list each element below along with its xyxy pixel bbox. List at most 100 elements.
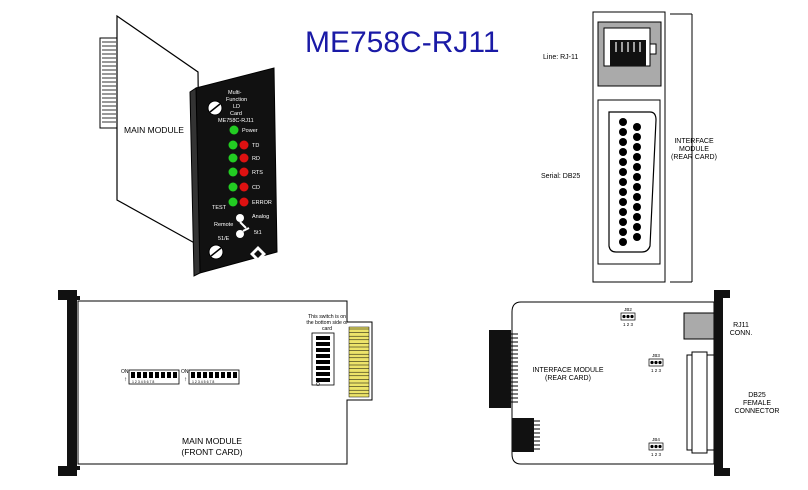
analog-label: Analog xyxy=(252,214,269,220)
db25-pin-icon xyxy=(619,118,627,126)
front-bracket xyxy=(67,290,77,476)
rts-led-icon xyxy=(239,167,249,177)
cd-led-icon xyxy=(239,182,249,192)
s1e-label: 51/E xyxy=(218,236,230,242)
dip-switch-2-icon: 1 2 3 4 5 6 7 8 xyxy=(188,369,240,385)
db25-pin-icon xyxy=(633,193,641,201)
screw-icon xyxy=(207,100,223,116)
svg-text:RD: RD xyxy=(252,156,260,162)
svg-text:the bottom side of: the bottom side of xyxy=(306,320,348,326)
db25-pin-icon xyxy=(619,148,627,156)
svg-text:ERROR: ERROR xyxy=(252,200,272,206)
jb3-label: JB3 xyxy=(652,353,660,358)
svg-text:Power: Power xyxy=(242,128,258,134)
rts-green-led-icon xyxy=(228,167,238,177)
jumper-jb3 xyxy=(648,358,664,367)
led-column-red xyxy=(239,140,249,207)
rear-bracket xyxy=(714,290,723,476)
jumper-jb2 xyxy=(620,312,636,321)
bottom-dip-switch-icon xyxy=(311,332,335,386)
svg-text:INTERFACE MODULE: INTERFACE MODULE xyxy=(532,367,604,374)
line-label: Line: RJ-11 xyxy=(543,54,578,61)
svg-text:Multi-: Multi- xyxy=(228,90,242,96)
jumper-jb4 xyxy=(648,442,664,451)
main-module-3d: MAIN MODULE Multi- Function LD Card ME75… xyxy=(99,14,278,277)
front-card-label: MAIN MODULE (FRONT CARD) xyxy=(181,436,242,457)
svg-text:Card: Card xyxy=(230,111,242,117)
front-card: 1 2 3 4 5 6 7 8 1 2 3 4 5 6 7 8 ON ↑ ON … xyxy=(58,290,373,476)
rear-card-board xyxy=(511,301,715,465)
screw-icon xyxy=(208,244,224,260)
error-led-icon xyxy=(239,197,249,207)
svg-text:CONN.: CONN. xyxy=(730,330,753,337)
svg-text:MODULE: MODULE xyxy=(679,146,709,153)
db25-pin-icon xyxy=(619,238,627,246)
diagram-title: ME758C-RJ11 xyxy=(305,26,500,59)
db25-pin-icon xyxy=(619,178,627,186)
rd-led-icon xyxy=(239,153,249,163)
remote-label: Remote xyxy=(214,222,233,228)
db25-pin-icon xyxy=(619,138,627,146)
cd-green-led-icon xyxy=(228,182,238,192)
svg-text:1 2 3 4 5 6 7 8: 1 2 3 4 5 6 7 8 xyxy=(192,380,214,384)
svg-text:CD: CD xyxy=(252,185,260,191)
svg-text:1 2 3 4 5 6 7 8: 1 2 3 4 5 6 7 8 xyxy=(132,380,154,384)
db25-pin-icon xyxy=(633,233,641,241)
db25-pin-icon xyxy=(633,173,641,181)
svg-text:ME758C-RJ11: ME758C-RJ11 xyxy=(218,118,254,124)
jb2-label: JB2 xyxy=(624,307,632,312)
db25-port-icon xyxy=(597,99,661,265)
rear-card: JB2 JB3 JB4 1 2 3 1 2 3 1 2 3 INTERFACE … xyxy=(489,290,779,476)
db25-pin-icon xyxy=(619,188,627,196)
jb4-label: JB4 xyxy=(652,437,660,442)
svg-text:LD: LD xyxy=(233,104,240,110)
db25-pin-icon xyxy=(619,158,627,166)
db25-pin-icon xyxy=(633,123,641,131)
db25-pin-icon xyxy=(633,143,641,151)
main-module-side-label: MAIN MODULE xyxy=(124,125,184,135)
rj11-port-icon xyxy=(597,21,662,87)
svg-text:TD: TD xyxy=(252,143,259,149)
db25-pin-icon xyxy=(633,203,641,211)
svg-text:↑: ↑ xyxy=(124,377,127,383)
rear-card-header-connector xyxy=(489,330,518,408)
dip-switch-1-icon: 1 2 3 4 5 6 7 8 xyxy=(128,369,180,385)
rd-green-led-icon xyxy=(228,153,238,163)
db25-pin-icon xyxy=(619,228,627,236)
db25-pin-icon xyxy=(633,213,641,221)
power-led-icon xyxy=(229,125,239,135)
edge-connector xyxy=(99,37,118,129)
led-labels: Power TD RD RTS CD ERROR TEST xyxy=(212,128,272,211)
svg-text:(REAR CARD): (REAR CARD) xyxy=(545,375,591,382)
rear-card-header-connector xyxy=(512,418,540,452)
db25-pin-icon xyxy=(619,208,627,216)
svg-text:1 2 3: 1 2 3 xyxy=(651,368,662,373)
db25-pin-icon xyxy=(633,223,641,231)
db25-pin-icon xyxy=(619,218,627,226)
svg-text:FEMALE: FEMALE xyxy=(743,400,771,407)
db25-pin-icon xyxy=(619,168,627,176)
error-green-led-icon xyxy=(228,197,238,207)
analog-switch-icon xyxy=(236,227,250,238)
svg-text:card: card xyxy=(322,326,332,332)
svg-text:(FRONT CARD): (FRONT CARD) xyxy=(181,447,242,457)
svg-text:Function: Function xyxy=(226,97,247,103)
svg-text:↑: ↑ xyxy=(184,377,187,383)
dip-on-label: ON xyxy=(121,369,129,375)
db25-pin-icon xyxy=(633,153,641,161)
db25-pin-icon xyxy=(633,163,641,171)
svg-text:MAIN MODULE: MAIN MODULE xyxy=(182,436,242,446)
svg-text:This switch is on: This switch is on xyxy=(308,314,346,320)
front-card-edge-connector xyxy=(348,326,370,398)
company-logo-icon xyxy=(250,246,266,262)
rj11-connector-side-icon xyxy=(683,312,715,340)
led-column-green xyxy=(228,125,239,207)
svg-text:1 2 3: 1 2 3 xyxy=(651,452,662,457)
dip-on-label: ON xyxy=(181,369,189,375)
svg-text:(REAR CARD): (REAR CARD) xyxy=(671,154,717,161)
s51-label: 5t1 xyxy=(254,230,262,236)
remote-switch-icon xyxy=(236,214,247,229)
rear-panel-side-label: INTERFACE MODULE (REAR CARD) xyxy=(671,138,717,161)
svg-text:INTERFACE: INTERFACE xyxy=(674,138,714,145)
